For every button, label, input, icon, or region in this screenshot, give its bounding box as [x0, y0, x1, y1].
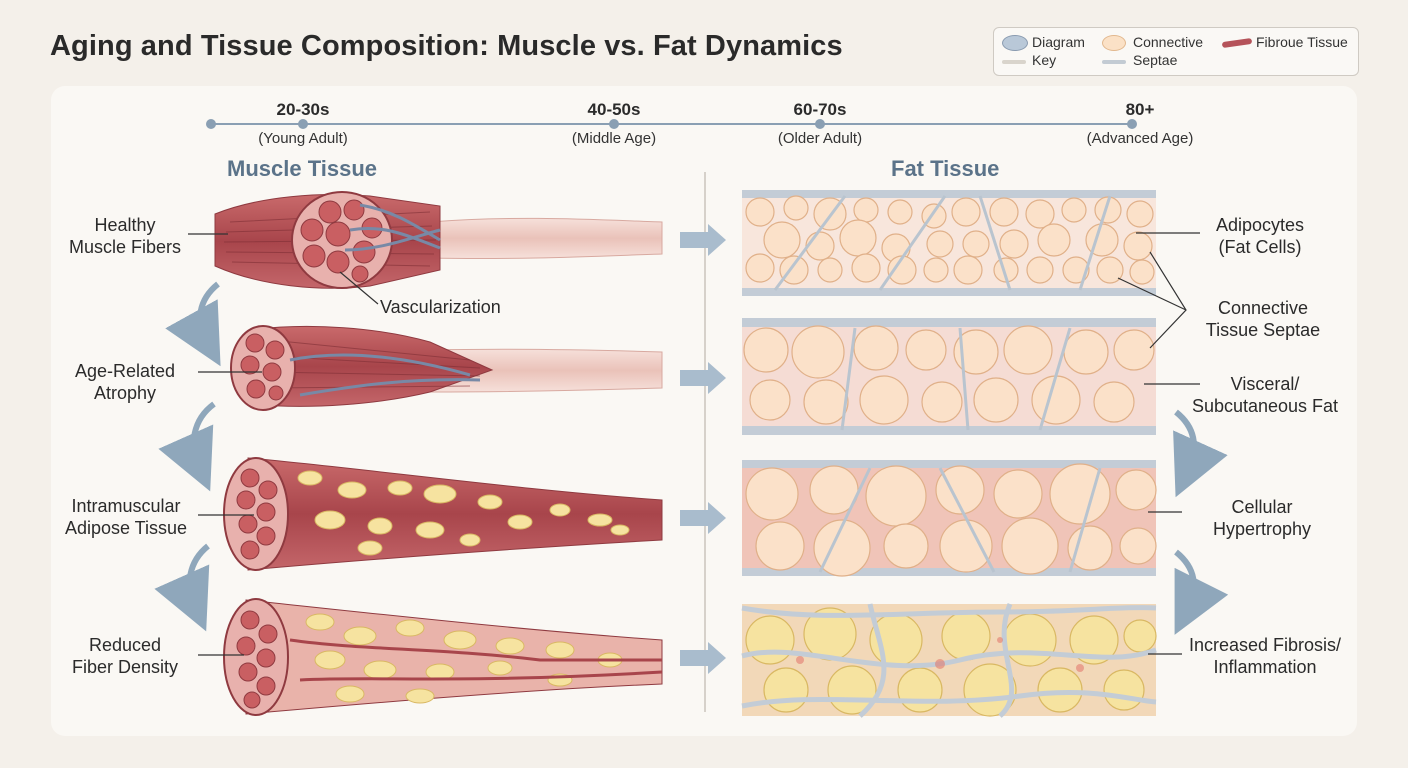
timeline-dot	[815, 119, 825, 129]
muscle-healthy-illustration	[214, 191, 663, 289]
muscle-reduced-illustration	[223, 598, 663, 716]
fat-down-arrows	[1173, 409, 1229, 635]
muscle-atrophy-illustration	[230, 325, 663, 411]
visceral-label: Visceral/ Subcutaneous Fat	[1191, 374, 1339, 416]
timeline-dot	[1127, 119, 1137, 129]
fat-fibrosis-illustration	[741, 603, 1157, 718]
fibrosis-label: Increased Fibrosis/ Inflammation	[1188, 635, 1342, 677]
muscle-leader-lines	[188, 233, 379, 656]
diagram-swatch-icon	[1002, 35, 1028, 51]
reduced-density-label: Reduced Fiber Density	[71, 635, 179, 677]
healthy-fibers-label: Healthy Muscle Fibers	[68, 215, 182, 257]
timeline-age-label: 60-70s	[793, 100, 847, 119]
fat-section-title: Fat Tissue	[891, 156, 1000, 181]
fat-leader-lines	[1117, 232, 1200, 655]
intramuscular-label: Intramuscular Adipose Tissue	[64, 496, 188, 538]
timeline-stage-label: (Advanced Age)	[1086, 130, 1194, 147]
legend: Diagram Key Connective Septae Fibroue Ti…	[993, 27, 1359, 76]
timeline-dot	[206, 119, 216, 129]
page-title: Aging and Tissue Composition: Muscle vs.…	[50, 30, 843, 62]
muscle-intramuscular-illustration	[223, 457, 663, 571]
timeline-stage-label: (Young Adult)	[258, 130, 348, 147]
timeline-dot	[609, 119, 619, 129]
legend-connective-label: Connective	[1133, 34, 1204, 50]
legend-fibrous-label: Fibroue Tissue	[1256, 34, 1348, 50]
legend-diagram-label: Diagram	[1032, 34, 1085, 50]
septae-label: Connective Tissue Septae	[1205, 298, 1321, 340]
right-arrows	[680, 224, 726, 674]
vascularization-label: Vascularization	[380, 297, 501, 317]
fat-hypertrophy-illustration	[742, 460, 1157, 577]
atrophy-label: Age-Related Atrophy	[74, 361, 176, 403]
adipocytes-label: Adipocytes (Fat Cells)	[1215, 215, 1305, 257]
timeline-age-label: 40-50s	[587, 100, 641, 119]
fat-visceral-illustration	[742, 318, 1156, 435]
timeline-age-label: 80+	[1125, 100, 1155, 119]
muscle-down-arrows	[154, 281, 221, 632]
hypertrophy-label: Cellular Hypertrophy	[1212, 497, 1312, 539]
connective-swatch-icon	[1102, 35, 1126, 51]
legend-septae-label: Septae	[1133, 52, 1178, 68]
timeline-dot	[298, 119, 308, 129]
timeline-age-label: 20-30s	[276, 100, 330, 119]
timeline	[206, 119, 1137, 129]
muscle-section-title: Muscle Tissue	[227, 156, 377, 181]
timeline-stage-label: (Middle Age)	[571, 130, 657, 147]
legend-key-label: Key	[1032, 52, 1057, 68]
septae-swatch-icon	[1102, 60, 1126, 64]
key-swatch-icon	[1002, 60, 1026, 64]
timeline-stage-label: (Older Adult)	[777, 130, 863, 147]
fat-adipocytes-illustration	[742, 190, 1156, 296]
